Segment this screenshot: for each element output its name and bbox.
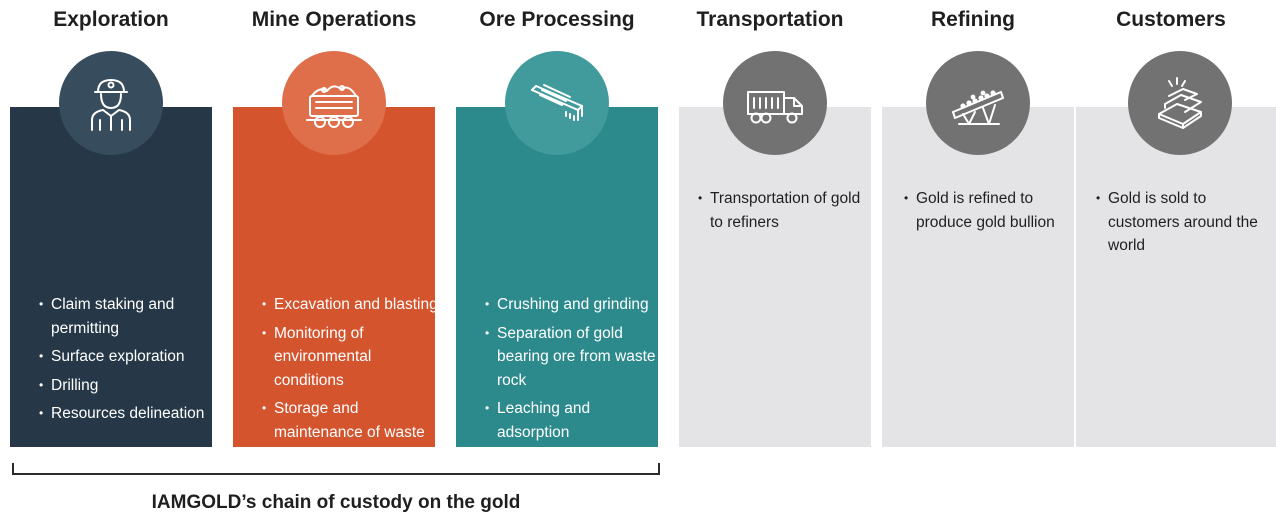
stage-transportation: Transportation Transportation of gold to… [669, 0, 871, 519]
bullet-item: Monitoring of environmental conditions [262, 322, 440, 393]
bullet-item: Separation of gold bearing ore from wast… [485, 322, 663, 393]
bullet-list: Gold is refined to produce gold bullion [904, 187, 1069, 239]
bullet-item: Surface exploration [39, 345, 217, 369]
mine-cart-icon [282, 51, 386, 155]
stage-title: Refining [931, 8, 1015, 31]
stage-title: Mine Operations [251, 8, 417, 31]
stage-refining: Refining Gold is refined to produce gold… [872, 0, 1074, 519]
stage-title: Customers [1116, 8, 1226, 31]
stage-customers: Customers Gold is sold to customers arou… [1066, 0, 1276, 519]
dump-truck-icon [723, 51, 827, 155]
stage-panel: Excavation and blasting Monitoring of en… [233, 107, 438, 447]
stage-panel: Gold is sold to customers around the wor… [1076, 107, 1276, 447]
stage-panel: Gold is refined to produce gold bullion [882, 107, 1074, 447]
stage-title: Exploration [53, 8, 169, 31]
bullet-item: Storage and maintenance of waste [262, 397, 440, 444]
miner-icon [59, 51, 163, 155]
bullet-list: Excavation and blasting Monitoring of en… [262, 293, 440, 449]
stage-panel: Crushing and grinding Separation of gold… [456, 107, 658, 472]
bullet-item: Drilling [39, 374, 217, 398]
stage-exploration: Exploration Claim staking and permitting… [0, 0, 222, 519]
bullet-item: Transportation of gold to refiners [698, 187, 866, 234]
stage-panel: Transportation of gold to refiners [679, 107, 871, 447]
custody-bracket [12, 463, 660, 475]
bullet-item: Excavation and blasting [262, 293, 440, 317]
bullet-item: Claim staking and permitting [39, 293, 217, 340]
bullet-item: Resources delineation [39, 402, 217, 426]
stage-panel: Claim staking and permitting Surface exp… [10, 107, 212, 447]
bullet-item: Crushing and grinding [485, 293, 663, 317]
bullet-item: Gold is refined to produce gold bullion [904, 187, 1069, 234]
stage-mine-operations: Mine Operations Excavation and blasting … [223, 0, 445, 519]
bullet-list: Transportation of gold to refiners [698, 187, 866, 239]
custody-caption: IAMGOLD’s chain of custody on the gold [151, 492, 521, 513]
bullet-list: Gold is sold to customers around the wor… [1096, 187, 1271, 263]
bullet-item: Leaching and adsorption [485, 397, 663, 444]
bullet-list: Claim staking and permitting Surface exp… [39, 293, 217, 431]
stage-ore-processing: Ore Processing Crushing and grinding Sep… [446, 0, 668, 519]
bullet-item: Creation of gold bar [485, 449, 663, 473]
conveyor-icon [926, 51, 1030, 155]
bullet-list: Crushing and grinding Separation of gold… [485, 293, 663, 478]
stage-title: Transportation [696, 8, 844, 31]
stage-title: Ore Processing [479, 8, 635, 31]
bullet-item: Gold is sold to customers around the wor… [1096, 187, 1271, 258]
gold-bars-icon [1128, 51, 1232, 155]
sluice-icon [505, 51, 609, 155]
